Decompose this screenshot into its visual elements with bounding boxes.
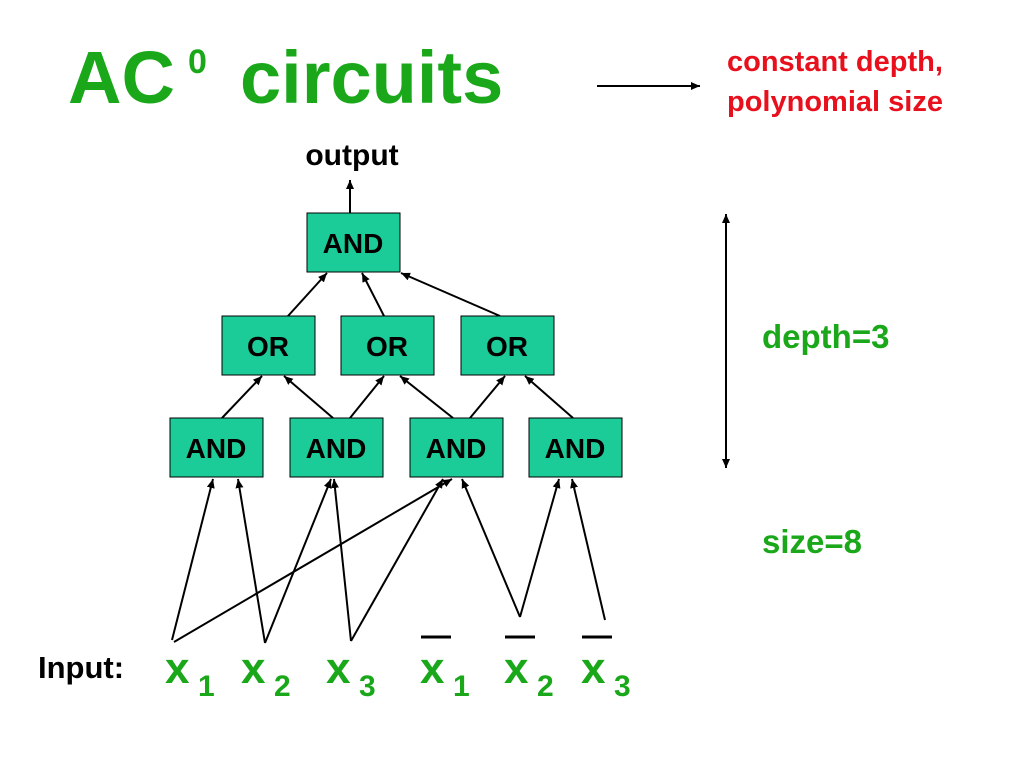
edge-x2-and2 [264, 478, 332, 644]
edge-x1-and1 [171, 478, 215, 641]
svg-text:3: 3 [359, 670, 376, 703]
edge-and2-or2 [349, 375, 385, 419]
gate-top-and-label: AND [323, 228, 384, 259]
edge-x3-and2 [330, 478, 352, 642]
edge-and1-or1 [221, 375, 263, 419]
edge-x1-and3 [173, 478, 453, 643]
edge-or2-top [361, 272, 385, 317]
size-label: size=8 [762, 523, 862, 560]
edge-and2-or1 [283, 375, 334, 419]
svg-text:x: x [504, 644, 529, 693]
edge-x2-and1 [235, 478, 266, 644]
gate-and-1 [169, 417, 264, 478]
svg-text:x: x [165, 644, 190, 693]
edge-x3-and3 [350, 478, 444, 642]
edge-notx3-and4 [570, 478, 606, 621]
gate-top-and [306, 212, 401, 273]
gate-and-4 [528, 417, 623, 478]
title-superscript: 0 [188, 43, 207, 81]
input-x3: x 3 [326, 644, 376, 703]
gate-or-1 [221, 315, 316, 376]
svg-text:2: 2 [537, 670, 554, 703]
gate-or-3-label: OR [486, 331, 528, 362]
svg-text:x: x [241, 644, 266, 693]
gate-and-1-label: AND [186, 433, 247, 464]
input-label: Input: [38, 650, 124, 685]
gate-or-2-label: OR [366, 331, 408, 362]
gate-and-4-label: AND [545, 433, 606, 464]
edge-and3-or3 [469, 375, 506, 419]
title-main: AC [68, 36, 175, 119]
edge-and3-or2 [399, 375, 454, 419]
gate-or-1-label: OR [247, 331, 289, 362]
gate-or-3 [460, 315, 555, 376]
svg-text:1: 1 [198, 670, 215, 703]
input-not-x2: x 2 [504, 635, 554, 703]
svg-text:3: 3 [614, 670, 631, 703]
output-label: output [305, 139, 398, 172]
edge-and4-or3 [524, 375, 574, 419]
note-line-2: polynomial size [727, 86, 943, 118]
edge-or3-top [400, 272, 501, 317]
svg-text:x: x [326, 644, 351, 693]
gate-and-2 [289, 417, 384, 478]
svg-text:x: x [420, 644, 445, 693]
gate-and-3-label: AND [426, 433, 487, 464]
note-line-1: constant depth, [727, 46, 943, 78]
depth-label: depth=3 [762, 318, 889, 355]
gate-or-2 [340, 315, 435, 376]
input-x2: x 2 [241, 644, 291, 703]
svg-text:x: x [581, 644, 606, 693]
input-not-x3: x 3 [581, 635, 631, 703]
input-not-x1: x 1 [420, 635, 470, 703]
edge-notx2-and3 [461, 478, 521, 618]
gate-and-2-label: AND [306, 433, 367, 464]
edge-notx2-and4 [519, 478, 561, 618]
gate-and-3 [409, 417, 504, 478]
title-rest: circuits [240, 36, 503, 119]
svg-text:2: 2 [274, 670, 291, 703]
svg-text:1: 1 [453, 670, 470, 703]
edge-or1-top [287, 272, 328, 317]
input-x1: x 1 [165, 644, 215, 703]
